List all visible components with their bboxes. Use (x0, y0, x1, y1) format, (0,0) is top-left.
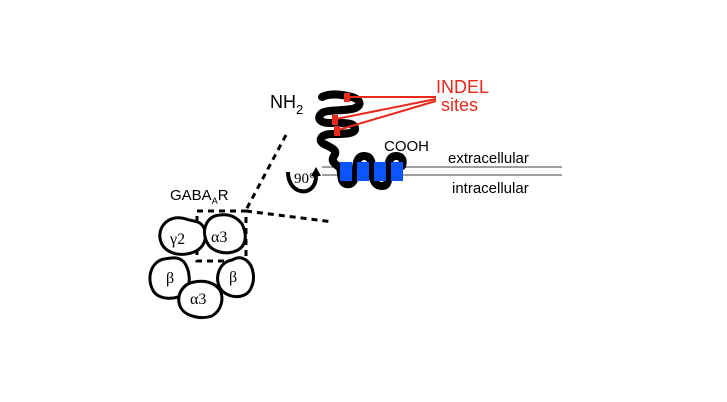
callout-line-upper (244, 134, 288, 211)
rotation-arrow-icon (286, 167, 321, 194)
subunit-labels: γ2 α3 β β α3 (166, 229, 237, 308)
c-terminus-label: COOH (384, 138, 429, 155)
receptor-prefix: GABA (170, 187, 212, 204)
tm4-segment (391, 162, 403, 181)
subunit-alpha3-top-shape (203, 213, 247, 255)
subunit-beta-right-label: β (229, 269, 237, 286)
subunit-alpha3-bottom-label: α3 (190, 291, 206, 308)
indel-label-line1: INDEL (436, 77, 489, 97)
protein-chain (315, 90, 407, 190)
subunit-beta-right-shape (216, 256, 255, 298)
n-terminus-subscript: 2 (296, 102, 303, 117)
indel-pointer-lines (335, 96, 437, 131)
n-terminus-text: NH (270, 92, 296, 112)
tm2-segment (357, 162, 369, 181)
indel-site-1 (344, 93, 350, 102)
rotation-label: 90° (294, 171, 315, 187)
subunit-gamma2-shape (158, 216, 208, 256)
indel-pointer-3 (337, 100, 437, 131)
subunit-alpha3-bottom-shape (177, 279, 224, 320)
indel-label-line2: sites (441, 95, 478, 115)
tm1-segment (340, 162, 352, 181)
callout-box (195, 209, 248, 263)
pentamer (148, 213, 255, 320)
callout-line-lower (245, 209, 334, 224)
indel-site-3 (334, 126, 340, 136)
indel-pointer-2 (335, 98, 437, 120)
n-terminus-label: NH2 (270, 92, 303, 117)
extracellular-label: extracellular (448, 150, 529, 167)
indel-markers (332, 93, 350, 136)
tm3-segment (374, 162, 386, 181)
subunit-beta-left-label: β (166, 270, 174, 287)
receptor-subscript: A (212, 196, 218, 206)
intracellular-label: intracellular (452, 180, 529, 197)
receptor-suffix: R (218, 187, 229, 204)
indel-site-2 (332, 115, 338, 125)
zoom-callout (195, 134, 334, 263)
subunit-alpha3-top-label: α3 (211, 229, 227, 246)
transmembrane-segments (340, 162, 403, 181)
subunit-gamma2-label: γ2 (169, 231, 185, 248)
receptor-label: GABAAR (170, 187, 229, 206)
